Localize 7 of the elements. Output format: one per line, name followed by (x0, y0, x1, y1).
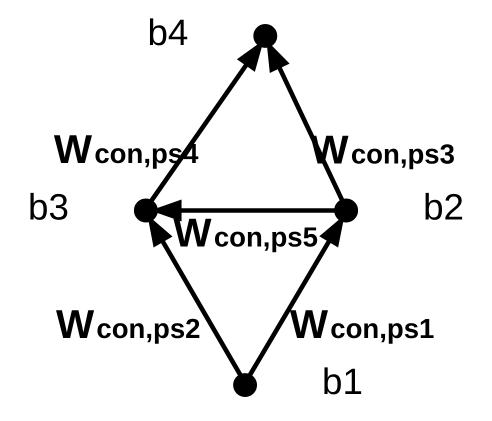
edge-label: Wcon,ps5 (173, 210, 318, 256)
edge-label: Wcon,ps2 (56, 301, 201, 348)
node-label: b1 (322, 361, 363, 402)
node-label: b4 (147, 12, 188, 54)
node-label: b2 (423, 186, 464, 228)
edge-label: Wcon,ps1 (290, 301, 434, 348)
node-label: b3 (28, 186, 69, 228)
